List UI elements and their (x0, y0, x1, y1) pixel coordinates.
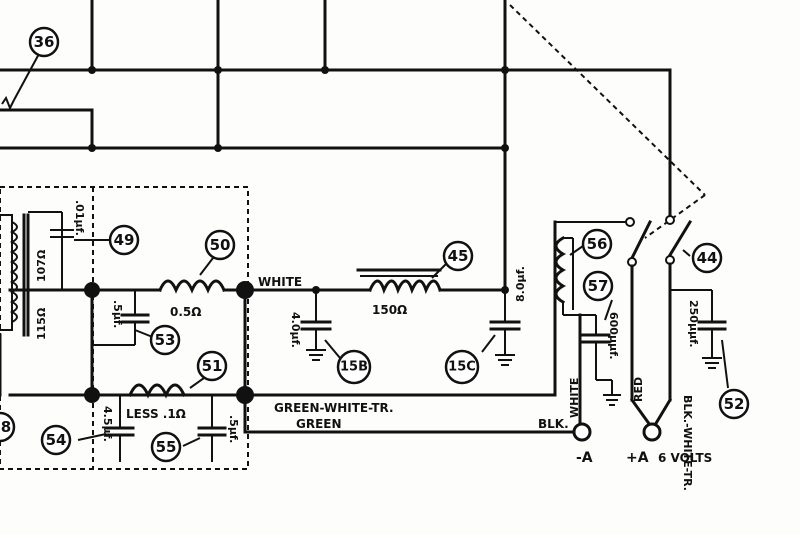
value-c-4mf: 4.0µf. (289, 312, 302, 348)
callout-51: 51 (196, 350, 228, 382)
svg-text:56: 56 (587, 235, 608, 253)
callout-45: 45 (442, 240, 474, 272)
value-c-45mf: 4.5µf. (101, 406, 114, 442)
capacitor-57 (581, 299, 621, 406)
callout-56: 56 (581, 228, 613, 260)
svg-text:44: 44 (697, 249, 718, 267)
svg-text:15C: 15C (448, 360, 476, 375)
callout-15c: 15C (444, 349, 480, 385)
wire-label-white: WHITE (258, 275, 302, 289)
callout-44: 44 (691, 242, 723, 274)
callout-53: 53 (149, 324, 181, 356)
terminal-neg-a (572, 422, 592, 442)
value-c-01mf: .01µf. (73, 200, 86, 236)
svg-text:15B: 15B (340, 360, 368, 375)
value-l-less1: LESS .1Ω (126, 407, 186, 421)
svg-text:51: 51 (202, 357, 223, 375)
terminal-pos-a (642, 422, 662, 442)
svg-text:53: 53 (155, 331, 176, 349)
value-l-150: 150Ω (372, 303, 407, 317)
svg-text:52: 52 (724, 395, 745, 413)
value-r-107: 107Ω (35, 249, 48, 282)
svg-text:49: 49 (114, 231, 135, 249)
callout-54: 54 (40, 424, 72, 456)
svg-text:57: 57 (588, 277, 609, 295)
capacitor-15c (481, 290, 521, 366)
transformer (0, 211, 94, 397)
resistor-36 (1, 95, 15, 111)
value-c-600mmf: 600µµf. (607, 312, 620, 360)
coil-45 (356, 268, 442, 295)
capacitor-52 (697, 290, 729, 389)
callout-49: 49 (108, 224, 140, 256)
callout-15b: 15B (336, 349, 372, 385)
wire-label-blk: BLK. (538, 417, 569, 431)
capacitor-54 (77, 395, 135, 462)
terminal-label-6-volts: 6 VOLTS (658, 451, 712, 465)
callout-57: 57 (582, 270, 614, 302)
callout-36: 36 (28, 26, 60, 58)
capacitor-15b (300, 290, 341, 361)
terminal-label-pos-a: +A (626, 450, 649, 466)
coil-51 (128, 383, 186, 399)
callout-52: 52 (718, 388, 750, 420)
value-r-115: 115Ω (35, 307, 48, 340)
terminal-label-neg-a: -A (576, 450, 593, 466)
callout-55: 55 (150, 431, 182, 463)
value-c-5mf-a: .5µf. (111, 300, 124, 328)
callout-edge-8: 8 (0, 411, 16, 443)
coil-50 (158, 279, 226, 294)
svg-text:45: 45 (448, 247, 469, 265)
wire-label-blk-white-tr: BLK.-WHITE-TR. (681, 395, 694, 491)
shield-box (0, 186, 249, 470)
svg-text:50: 50 (210, 236, 231, 254)
wire-label-green-white-tr: GREEN-WHITE-TR. (274, 401, 394, 415)
value-c-8mf: 8.0µf. (514, 266, 527, 302)
svg-text:36: 36 (34, 33, 55, 51)
value-c-5mf-b: .5µf. (227, 415, 240, 443)
switch-44 (627, 215, 693, 267)
wire-label-green: GREEN (296, 417, 342, 431)
svg-text:55: 55 (156, 438, 177, 456)
svg-text:8: 8 (1, 418, 11, 436)
wire-label-red: RED (632, 377, 645, 402)
capacitor-55 (182, 395, 227, 462)
value-c-250mmf: 250µµf. (687, 300, 700, 348)
svg-text:54: 54 (46, 431, 67, 449)
top-wiring (0, 0, 706, 294)
callout-50: 50 (204, 229, 236, 261)
value-l-05: 0.5Ω (170, 305, 201, 319)
coil-56 (554, 235, 567, 305)
wire-label-white-vertical: WHITE (568, 378, 581, 418)
